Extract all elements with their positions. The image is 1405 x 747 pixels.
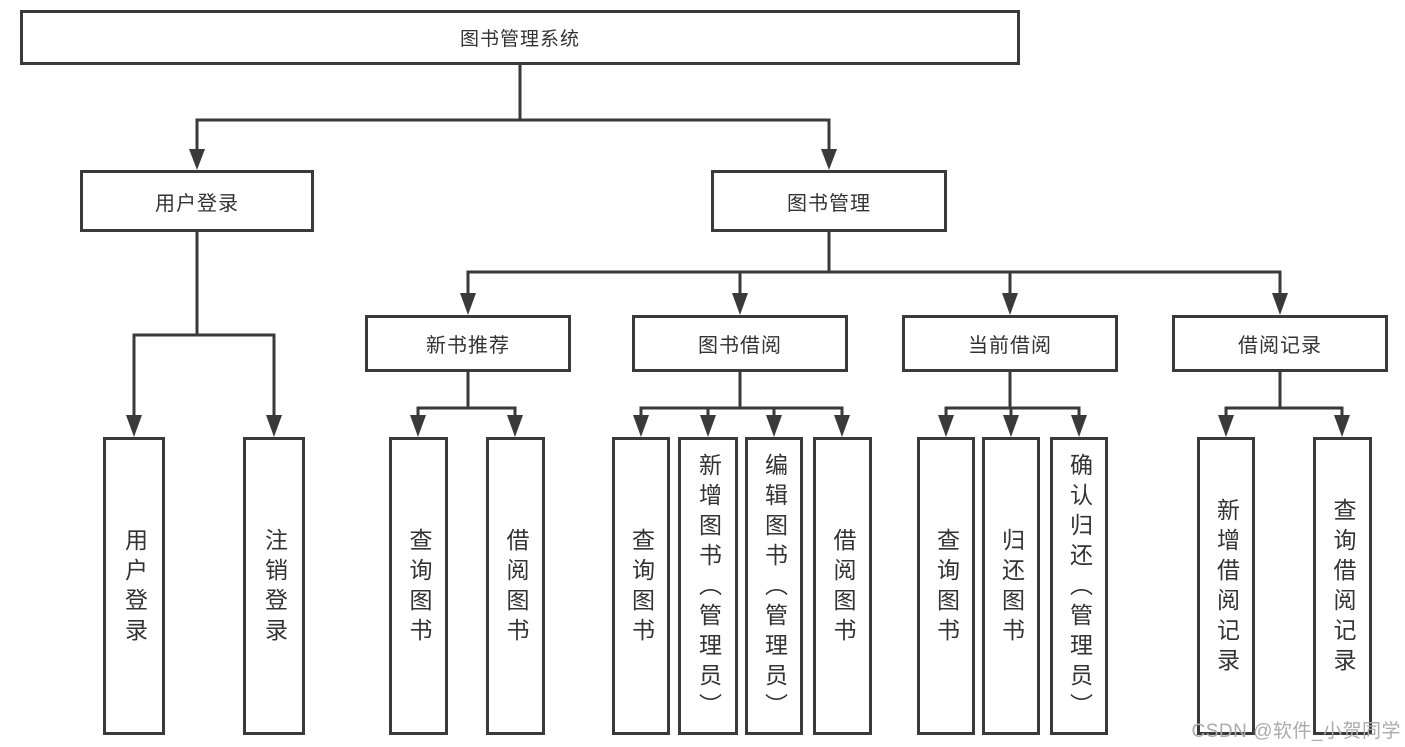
connector-borrow-records-to-leaves: [1218, 370, 1350, 437]
node-current-borrow: 当前借阅: [902, 315, 1118, 372]
leaf-logout: 注销登录: [243, 437, 305, 735]
leaf-newbook-query-books: 查询图书: [389, 437, 448, 735]
node-new-book-recommend: 新书推荐: [365, 315, 571, 372]
node-root: 图书管理系统: [20, 10, 1020, 65]
connector-book-borrow-to-leaves: [633, 370, 850, 437]
node-book-borrow: 图书借阅: [632, 315, 848, 372]
leaf-user-login: 用户登录: [103, 437, 165, 735]
csdn-watermark: CSDN @软件_小贺同学: [1191, 721, 1401, 742]
node-user-login: 用户登录: [80, 170, 314, 232]
connector-current-borrow-to-leaves: [938, 370, 1087, 437]
connector-root-to-level2: [189, 63, 837, 170]
leaf-records-query-record: 查询借阅记录: [1313, 437, 1372, 735]
connector-new-book-to-leaves: [410, 370, 523, 437]
leaf-current-return-books: 归还图书: [982, 437, 1040, 735]
leaf-borrow-borrow-books: 借阅图书: [813, 437, 872, 735]
node-book-management: 图书管理: [711, 170, 947, 232]
leaf-newbook-borrow-books: 借阅图书: [486, 437, 545, 735]
leaf-borrow-add-books-admin: 新增图书（管理员）: [678, 437, 738, 735]
connector-book-management-to-level3: [460, 230, 1288, 315]
node-borrow-records: 借阅记录: [1172, 315, 1388, 372]
leaf-current-query-books: 查询图书: [917, 437, 975, 735]
leaf-borrow-query-books: 查询图书: [612, 437, 670, 735]
connector-user-login-to-leaves: [126, 230, 282, 437]
leaf-records-add-record: 新增借阅记录: [1197, 437, 1255, 735]
leaf-current-confirm-return-admin: 确认归还（管理员）: [1050, 437, 1108, 735]
leaf-borrow-edit-books-admin: 编辑图书（管理员）: [745, 437, 803, 735]
